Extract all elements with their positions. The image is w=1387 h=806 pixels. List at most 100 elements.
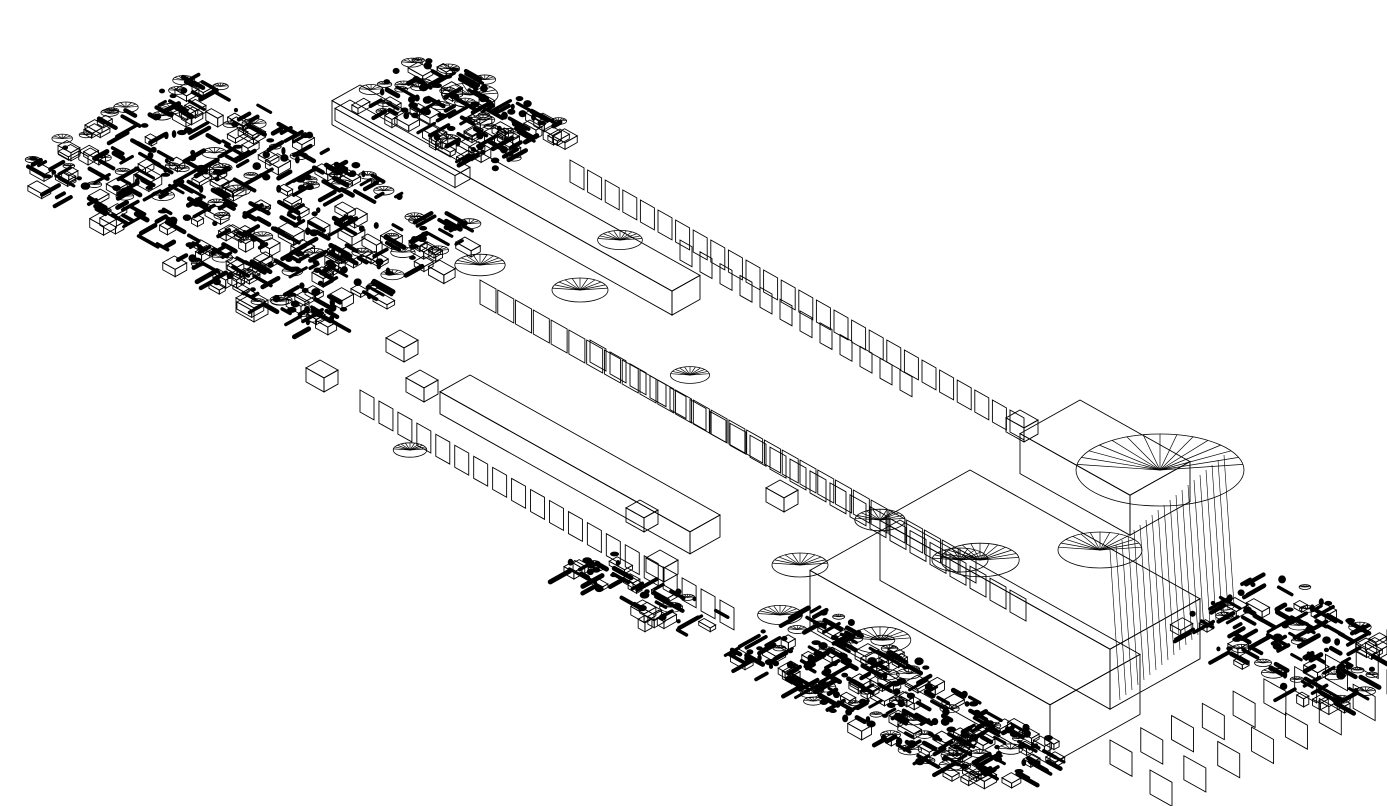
furniture-round-ray xyxy=(51,137,63,139)
dome-structure-ray xyxy=(479,260,503,266)
furniture-item xyxy=(242,173,264,187)
furniture-round-ray xyxy=(885,730,891,736)
furniture-box-side xyxy=(27,185,43,200)
window-panel xyxy=(710,239,726,271)
furniture-stool xyxy=(786,661,794,669)
furniture-round-ray xyxy=(418,84,426,88)
furniture-box-front xyxy=(471,130,483,144)
furniture-item xyxy=(844,625,864,639)
furniture-box-front xyxy=(393,102,402,116)
dome-structure-ray xyxy=(855,517,881,521)
dome-structure-ray xyxy=(454,84,471,96)
facade-mullion xyxy=(1187,484,1199,636)
furniture-round xyxy=(115,192,135,201)
furniture-round-ray xyxy=(448,64,454,70)
furniture-box-top xyxy=(1169,617,1194,631)
furniture-stool xyxy=(1284,607,1294,612)
furniture-stool xyxy=(403,112,410,120)
dome-structure-ray xyxy=(799,554,816,566)
furniture-item xyxy=(319,147,330,156)
window-panel xyxy=(852,489,870,524)
window-panel xyxy=(889,517,907,551)
furniture-round-ray xyxy=(162,192,173,196)
furniture-round-ray xyxy=(208,169,215,175)
dome-structure-ray xyxy=(767,606,781,616)
furniture-round-ray xyxy=(402,247,409,253)
window-panel xyxy=(851,319,867,351)
furniture-item xyxy=(885,707,897,716)
dome-structure-ray xyxy=(860,512,881,521)
furniture-round-ray xyxy=(418,83,423,88)
window-panel xyxy=(435,433,451,465)
furniture-item xyxy=(129,204,147,217)
furniture-item xyxy=(1043,749,1066,764)
dome-structure-ray xyxy=(479,254,488,266)
dome-structure-ray xyxy=(457,260,481,266)
furniture-stool xyxy=(639,591,650,599)
dome-structure-ray xyxy=(579,279,596,291)
furniture-round-ray xyxy=(231,185,239,191)
furniture-item xyxy=(817,692,841,708)
furniture-item xyxy=(186,233,201,243)
furniture-stool xyxy=(297,184,306,192)
furniture-item xyxy=(133,211,150,223)
furniture-round-ray xyxy=(1215,614,1225,617)
furniture-box-front xyxy=(116,183,128,197)
dome-structure-ray xyxy=(479,255,494,266)
furniture-round-ray xyxy=(838,614,842,617)
furniture-item xyxy=(932,746,947,757)
furniture-stool xyxy=(329,299,335,308)
furniture-stool xyxy=(1210,600,1216,606)
furniture-item xyxy=(567,567,590,581)
window-panel xyxy=(1294,665,1318,704)
furniture-item xyxy=(757,642,777,656)
furniture-stool xyxy=(80,182,91,190)
furniture-stool xyxy=(147,151,154,159)
furniture-round-ray xyxy=(812,697,818,702)
furniture-stool xyxy=(476,142,484,151)
furniture-item xyxy=(1296,633,1321,649)
main-dome-ray xyxy=(1159,444,1221,471)
furniture-round-ray xyxy=(459,220,470,225)
furniture-box-front xyxy=(177,161,186,173)
furniture-item xyxy=(1288,631,1308,644)
furniture-item xyxy=(383,234,407,250)
furniture-stool xyxy=(1322,636,1331,644)
furniture-round-ray xyxy=(402,251,416,253)
furniture-stool xyxy=(995,750,1002,757)
furniture-box-front xyxy=(1375,635,1387,647)
window-panel xyxy=(799,459,817,494)
window-panel xyxy=(675,219,691,251)
furniture-item xyxy=(1243,572,1266,587)
furniture-item xyxy=(1303,676,1324,690)
dome-structure-ray xyxy=(460,257,481,266)
furniture-round-ray xyxy=(464,98,471,103)
furniture-round-ray xyxy=(473,116,484,121)
furniture-item xyxy=(737,633,761,649)
dome-structure-ray xyxy=(944,549,961,561)
furniture-item xyxy=(155,242,170,252)
furniture-stool xyxy=(507,108,516,115)
furniture-round-ray xyxy=(308,176,313,181)
furniture-item xyxy=(127,186,143,198)
window-panel xyxy=(921,359,937,391)
furniture-item xyxy=(855,700,869,711)
furniture-item xyxy=(923,689,936,699)
furniture-stool xyxy=(163,166,168,173)
furniture-stool xyxy=(267,261,274,268)
furniture-item xyxy=(916,753,941,769)
furniture-item xyxy=(919,718,931,726)
small-block-top xyxy=(645,549,679,569)
furniture-box-front xyxy=(245,238,255,253)
furniture-box-front xyxy=(653,613,666,629)
furniture-item xyxy=(242,224,261,237)
furniture-item xyxy=(292,132,309,144)
furniture-round-ray xyxy=(439,136,449,140)
furniture-round xyxy=(969,749,990,759)
furniture-round-ray xyxy=(253,120,264,125)
furniture-box-front xyxy=(653,609,663,622)
furniture-item xyxy=(313,297,336,312)
furniture-item xyxy=(156,149,175,162)
furniture-stool xyxy=(262,151,270,159)
